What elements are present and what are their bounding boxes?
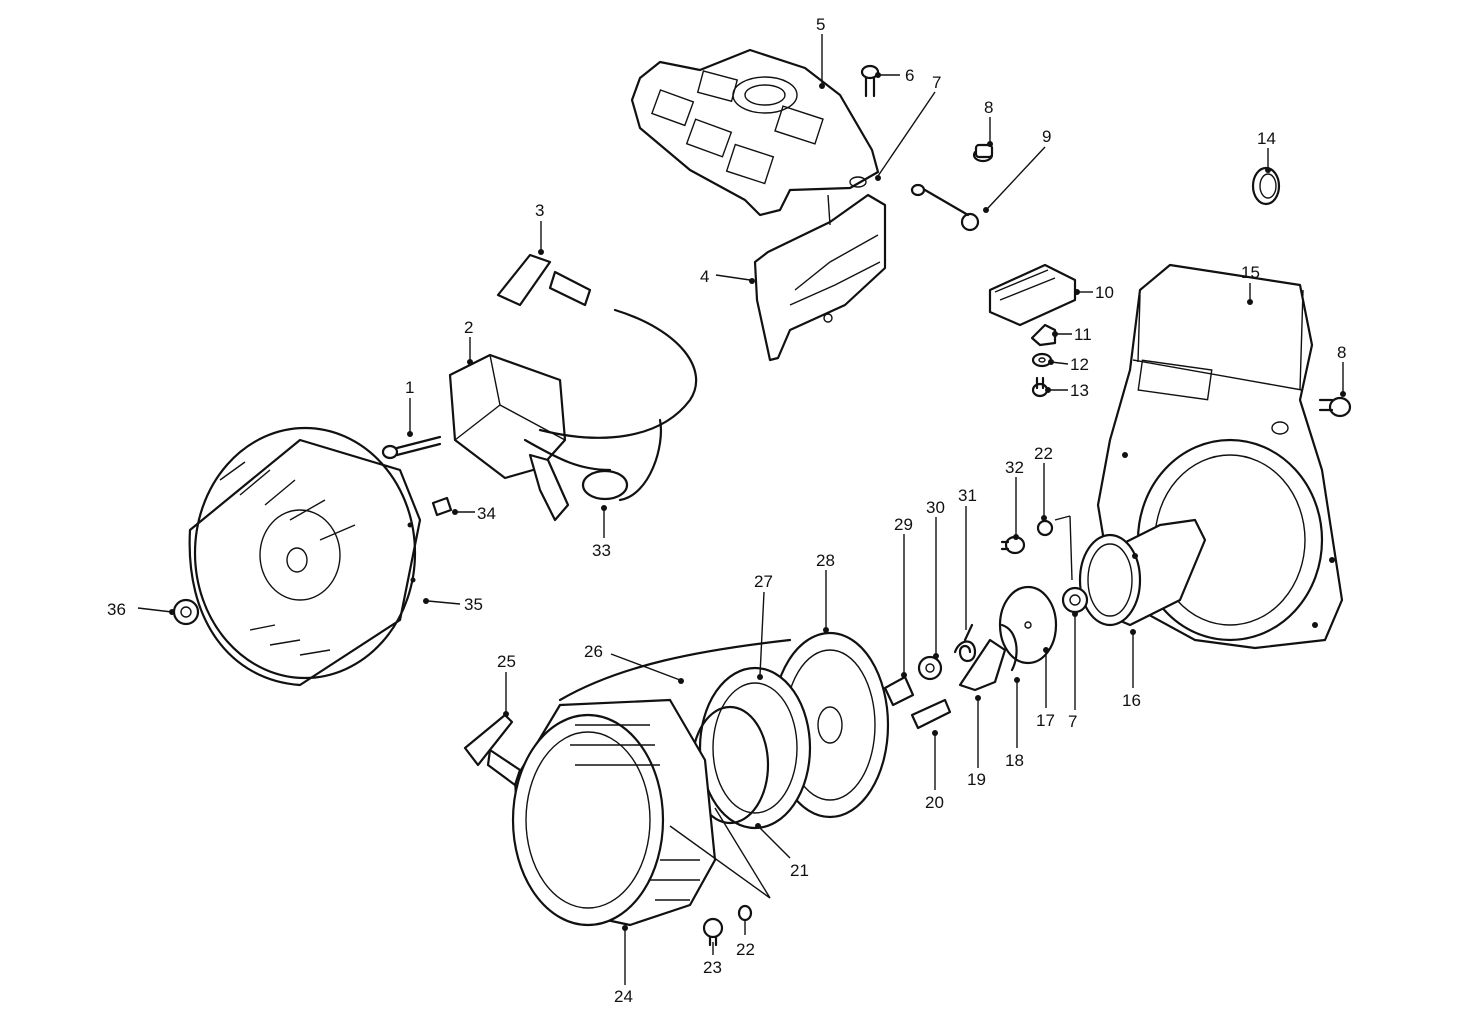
spring-clip-icon <box>910 183 980 232</box>
label-11: 11 <box>1074 325 1092 344</box>
label-8-right: 8 <box>1337 343 1346 362</box>
friction-18 <box>1000 623 1018 672</box>
label-5: 5 <box>816 15 825 34</box>
label-23: 23 <box>703 958 722 977</box>
plate-17 <box>998 585 1058 665</box>
rope-26 <box>558 638 792 702</box>
label-4: 4 <box>700 267 709 286</box>
starter-ring <box>1078 518 1207 627</box>
nut-7-icon <box>1061 586 1089 614</box>
bracket-10 <box>988 263 1077 327</box>
key-34-icon <box>431 496 453 517</box>
spring-31-icon <box>953 623 977 663</box>
baffle-plate <box>630 48 880 217</box>
label-12: 12 <box>1070 355 1089 374</box>
label-27: 27 <box>754 572 773 591</box>
clamp-11-icon <box>1030 323 1057 347</box>
washer-30-icon <box>917 655 943 681</box>
part-labels: 1 2 3 4 5 6 7 7 8 8 9 10 11 12 13 14 15 … <box>107 15 1346 1006</box>
flywheel <box>188 426 422 687</box>
pawl-19 <box>958 638 1007 692</box>
label-1: 1 <box>405 378 414 397</box>
label-14: 14 <box>1257 129 1276 148</box>
label-31: 31 <box>958 486 977 505</box>
bolt-8-top-icon <box>972 143 994 163</box>
label-19: 19 <box>967 770 986 789</box>
nut-36-icon <box>172 598 200 626</box>
label-18: 18 <box>1005 751 1024 770</box>
washer-12-icon <box>1031 352 1053 368</box>
label-22-right: 22 <box>1034 444 1053 463</box>
label-13: 13 <box>1070 381 1089 400</box>
ignition-coil <box>448 353 570 522</box>
leader-lines <box>137 34 1346 985</box>
bolt-6-icon <box>860 64 880 98</box>
screw-13-icon <box>1031 376 1049 398</box>
air-guide <box>753 193 887 362</box>
label-36: 36 <box>107 600 126 619</box>
bolt-23-icon <box>702 917 724 947</box>
bolt-8-right-icon <box>1318 396 1352 418</box>
starter-handle <box>463 713 522 787</box>
label-21: 21 <box>790 861 809 880</box>
reel-27 <box>698 666 812 830</box>
screw-1-icon <box>381 435 442 460</box>
starter-housing <box>511 698 717 927</box>
bushing-29-icon <box>883 675 915 707</box>
label-15: 15 <box>1241 263 1260 282</box>
washer-22-bottom-icon <box>737 904 753 922</box>
label-25: 25 <box>497 652 516 671</box>
label-20: 20 <box>925 793 944 812</box>
label-10: 10 <box>1095 283 1114 302</box>
cap-icon <box>1251 166 1281 206</box>
label-35: 35 <box>464 595 483 614</box>
label-34: 34 <box>477 504 496 523</box>
label-28: 28 <box>816 551 835 570</box>
label-7-bottom: 7 <box>1068 712 1077 731</box>
label-29: 29 <box>894 515 913 534</box>
label-2: 2 <box>464 318 473 337</box>
spark-plug-cap <box>496 253 592 307</box>
label-32: 32 <box>1005 458 1024 477</box>
label-6: 6 <box>905 66 914 85</box>
label-8-top: 8 <box>984 98 993 117</box>
label-30: 30 <box>926 498 945 517</box>
label-22-bottom: 22 <box>736 940 755 959</box>
pin-20-icon <box>910 698 952 730</box>
label-7-top: 7 <box>932 73 941 92</box>
label-26: 26 <box>584 642 603 661</box>
label-9: 9 <box>1042 127 1051 146</box>
washer-22-right-icon <box>1036 519 1054 537</box>
bolt-32-icon <box>1000 535 1026 555</box>
label-16: 16 <box>1122 691 1141 710</box>
label-17: 17 <box>1036 711 1055 730</box>
label-24: 24 <box>614 987 633 1006</box>
label-3: 3 <box>535 201 544 220</box>
grommet-33 <box>523 308 698 502</box>
label-33: 33 <box>592 541 611 560</box>
